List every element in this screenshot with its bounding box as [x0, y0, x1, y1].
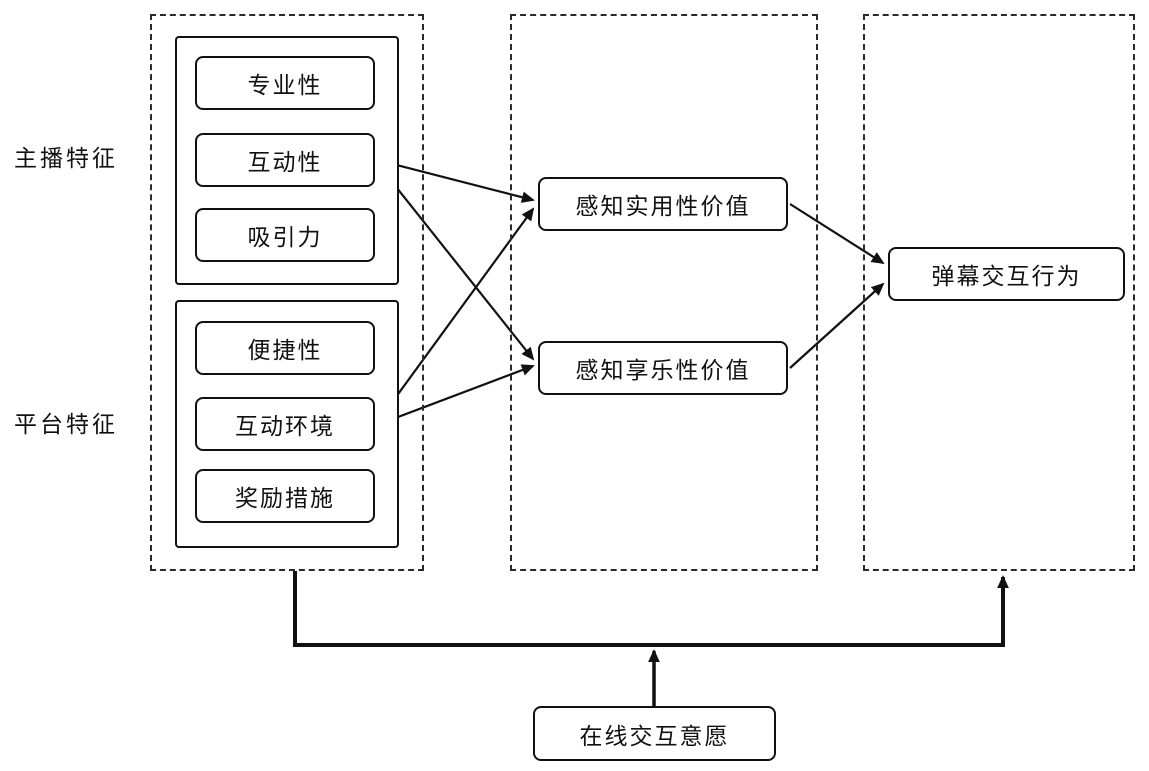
platform-features-label: 平台特征: [14, 412, 118, 438]
mediators-dashed-container: [510, 14, 818, 571]
streamer-features-label: 主播特征: [14, 146, 118, 172]
outcome-dashed-container: [863, 14, 1135, 571]
interaction-environment-box: 互动环境: [195, 397, 375, 451]
convenience-box: 便捷性: [195, 321, 375, 375]
danmaku-interaction-behavior-box: 弹幕交互行为: [888, 247, 1125, 301]
perceived-utilitarian-value-box: 感知实用性价值: [538, 177, 788, 231]
attractiveness-box: 吸引力: [195, 208, 375, 262]
reward-measures-box: 奖励措施: [195, 469, 375, 523]
arrow-direct-antecedents-to-outcome: [293, 571, 1009, 647]
online-interaction-willingness-box: 在线交互意愿: [533, 706, 776, 761]
professionalism-box: 专业性: [195, 56, 375, 110]
antecedents-dashed-container: [150, 14, 424, 571]
interactivity-box: 互动性: [195, 133, 375, 187]
perceived-hedonic-value-box: 感知享乐性价值: [538, 341, 788, 395]
